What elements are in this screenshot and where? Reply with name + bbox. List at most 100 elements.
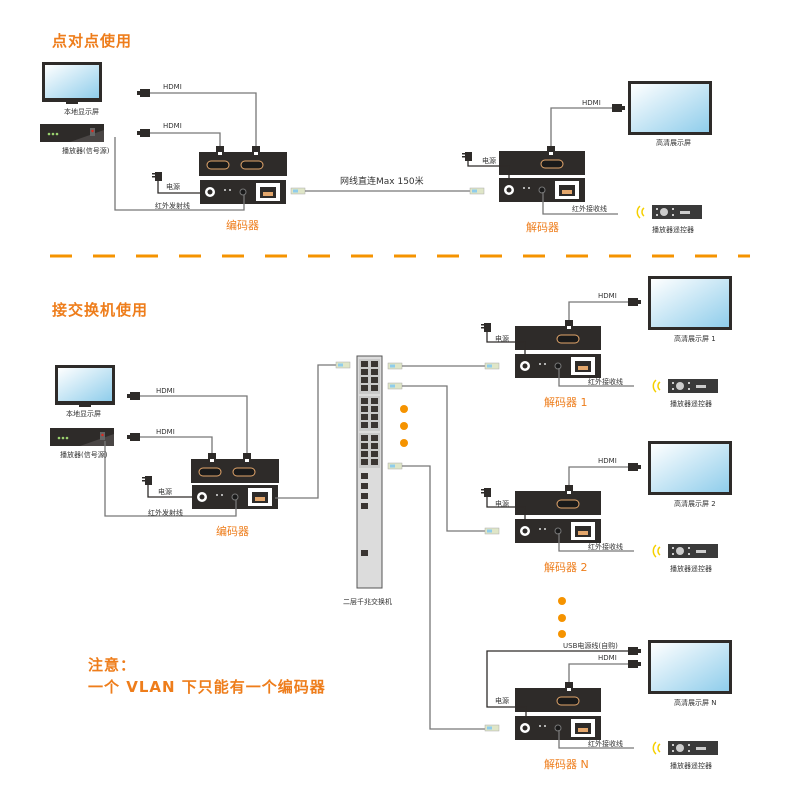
hdmi-plug-icon: [137, 89, 150, 97]
note-title: 注意：: [88, 656, 137, 674]
power-adapter-icon: [481, 488, 491, 497]
encoder-ports-icon: [199, 179, 287, 205]
remote-control-icon: [636, 204, 703, 220]
player-label: 播放器(信号源): [62, 147, 110, 155]
switch-port-icon: [371, 398, 378, 404]
hdmi-label: HDMI: [598, 457, 617, 465]
encoder-icon: [198, 151, 288, 177]
ellipsis-dot: [558, 597, 566, 605]
power-adapter-icon: [462, 152, 472, 161]
power-label: 电源: [495, 697, 509, 705]
decoder-label: 解码器 1: [544, 396, 588, 409]
rj45-icon: [484, 724, 500, 732]
switch-port-icon: [361, 377, 368, 383]
local-display-icon: [55, 365, 115, 407]
decoder-label: 解码器: [526, 221, 559, 234]
section2-title: 接交换机使用: [52, 301, 149, 319]
decoder-icon: [514, 687, 602, 713]
remote-label: 播放器遥控器: [670, 762, 712, 770]
decoder-icon: [498, 150, 586, 176]
encoder-icon: [190, 458, 280, 484]
power-label: 电源: [482, 157, 496, 165]
hd-display-label: 高清展示屏 N: [674, 699, 717, 707]
hdmi-plug-icon: [137, 129, 150, 137]
switch-port-icon: [371, 414, 378, 420]
switch-port-icon: [371, 385, 378, 391]
encoder-label: 编码器: [226, 219, 259, 232]
local-display-label: 本地显示屏: [66, 410, 101, 418]
power-label: 电源: [495, 500, 509, 508]
switch-port-icon: [361, 369, 368, 375]
rj45-icon: [469, 187, 485, 195]
hdmi-label: HDMI: [598, 654, 617, 662]
ellipsis-dot: [400, 422, 408, 430]
ir-tx-label: 红外发射线: [148, 509, 183, 517]
local-display-icon: [42, 62, 102, 104]
hdmi-plug-icon: [127, 392, 140, 400]
hdmi-label: HDMI: [582, 99, 601, 107]
remote-label: 播放器遥控器: [652, 226, 694, 234]
hd-display-label: 高清展示屏: [656, 139, 691, 147]
switch-port-icon: [361, 406, 368, 412]
switch-port-icon: [361, 422, 368, 428]
hdmi-plug-icon: [628, 660, 641, 668]
ellipsis-dot: [558, 614, 566, 622]
hdmi-plug-icon: [628, 463, 641, 471]
switch-port-icon: [361, 398, 368, 404]
hdmi-label: HDMI: [598, 292, 617, 300]
ellipsis-dot: [558, 630, 566, 638]
decoder-label: 解码器 N: [544, 758, 589, 771]
hdmi-plug-icon: [612, 104, 625, 112]
section1-diagram: [40, 62, 712, 220]
switch-port-icon: [371, 451, 378, 457]
switch-port-icon: [361, 503, 368, 509]
remote-label: 播放器遥控器: [670, 565, 712, 573]
rj45-icon: [387, 362, 403, 370]
switch-port-icon: [371, 369, 378, 375]
hdmi-plug-icon: [628, 298, 641, 306]
switch-port-icon: [361, 473, 368, 479]
hdmi-label: HDMI: [156, 428, 175, 436]
hd-display-label: 高清展示屏 1: [674, 335, 716, 343]
switch-port-icon: [371, 422, 378, 428]
switch-port-icon: [361, 493, 368, 499]
note-text: 一个 VLAN 下只能有一个编码器: [88, 678, 326, 696]
switch-port-icon: [361, 451, 368, 457]
hd-display-label: 高清展示屏 2: [674, 500, 716, 508]
rj45-icon: [387, 462, 403, 470]
decoder-label: 解码器 2: [544, 561, 588, 574]
remote-label: 播放器遥控器: [670, 400, 712, 408]
switch-port-icon: [361, 435, 368, 441]
switch-port-icon: [361, 443, 368, 449]
switch-icon: [356, 355, 383, 589]
ir-rx-label: 红外接收线: [588, 740, 623, 748]
decoder-ports-icon: [514, 353, 602, 379]
decoder-ports-icon: [514, 518, 602, 544]
decoder-icon: [514, 490, 602, 516]
power-label: 电源: [166, 183, 180, 191]
ir-tx-label: 红外发射线: [155, 202, 190, 210]
ir-rx-label: 红外接收线: [588, 543, 623, 551]
switch-port-icon: [371, 459, 378, 465]
hdmi-plug-icon: [127, 433, 140, 441]
remote-control-icon: [652, 378, 719, 394]
player-label: 播放器(信号源): [60, 451, 108, 459]
power-adapter-icon: [152, 172, 162, 181]
hdmi-label: HDMI: [156, 387, 175, 395]
usb-cable-label: USB电源线(自购): [563, 642, 618, 650]
rj45-icon: [335, 361, 351, 369]
switch-port-icon: [361, 459, 368, 465]
power-label: 电源: [158, 488, 172, 496]
switch-label: 二层千兆交换机: [343, 598, 392, 606]
section2-diagram: [50, 276, 732, 756]
local-display-label: 本地显示屏: [64, 108, 99, 116]
switch-port-icon: [371, 406, 378, 412]
power-adapter-icon: [481, 323, 491, 332]
switch-port-icon: [371, 443, 378, 449]
switch-port-icon: [361, 550, 368, 556]
rj45-icon: [387, 382, 403, 390]
decoder-ports-icon: [514, 715, 602, 741]
remote-control-icon: [652, 740, 719, 756]
section1-title: 点对点使用: [52, 32, 133, 50]
